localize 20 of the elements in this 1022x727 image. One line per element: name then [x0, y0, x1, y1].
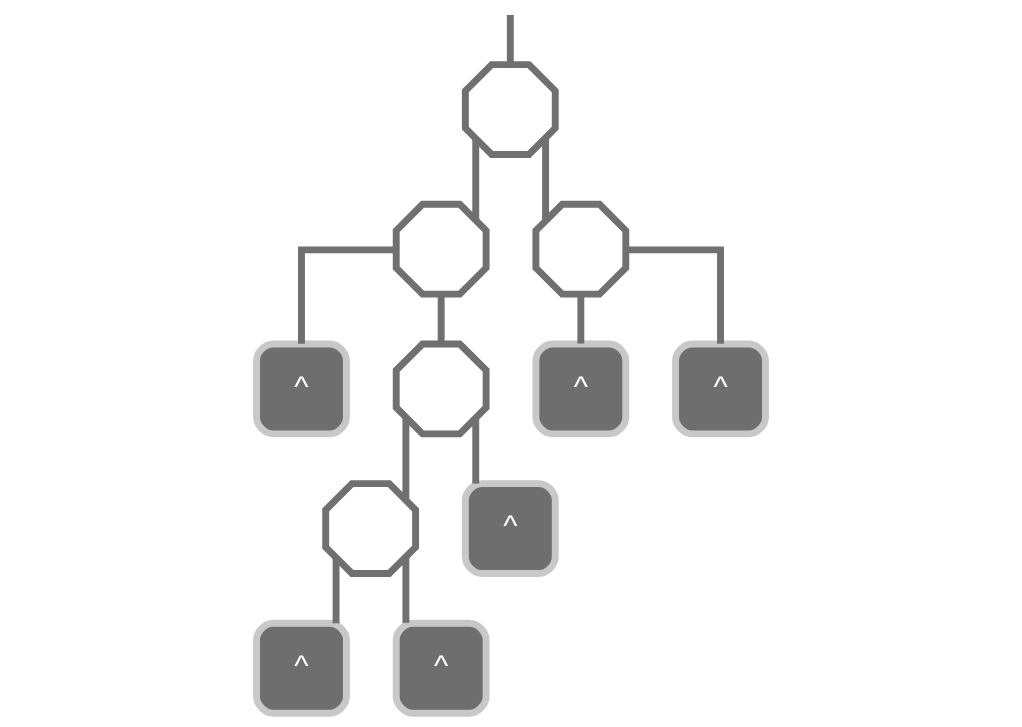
connector — [472, 418, 480, 484]
node-octagon — [532, 200, 630, 298]
connector — [506, 14, 514, 65]
node-box: ^ — [253, 619, 350, 717]
connector — [472, 139, 480, 221]
connector — [402, 557, 410, 623]
connector — [332, 558, 340, 624]
connector — [542, 138, 550, 221]
node-box: ^ — [532, 340, 630, 438]
node-box: ^ — [392, 619, 490, 717]
node-octagon — [461, 61, 559, 158]
node-box: ^ — [253, 340, 350, 438]
connector — [402, 417, 410, 501]
connector — [577, 294, 585, 344]
node-box: ^ — [461, 480, 559, 577]
node-octagon — [392, 340, 490, 438]
connector — [437, 294, 445, 344]
node-octagon — [392, 200, 490, 298]
node-octagon — [322, 480, 420, 577]
node-box: ^ — [672, 340, 769, 438]
